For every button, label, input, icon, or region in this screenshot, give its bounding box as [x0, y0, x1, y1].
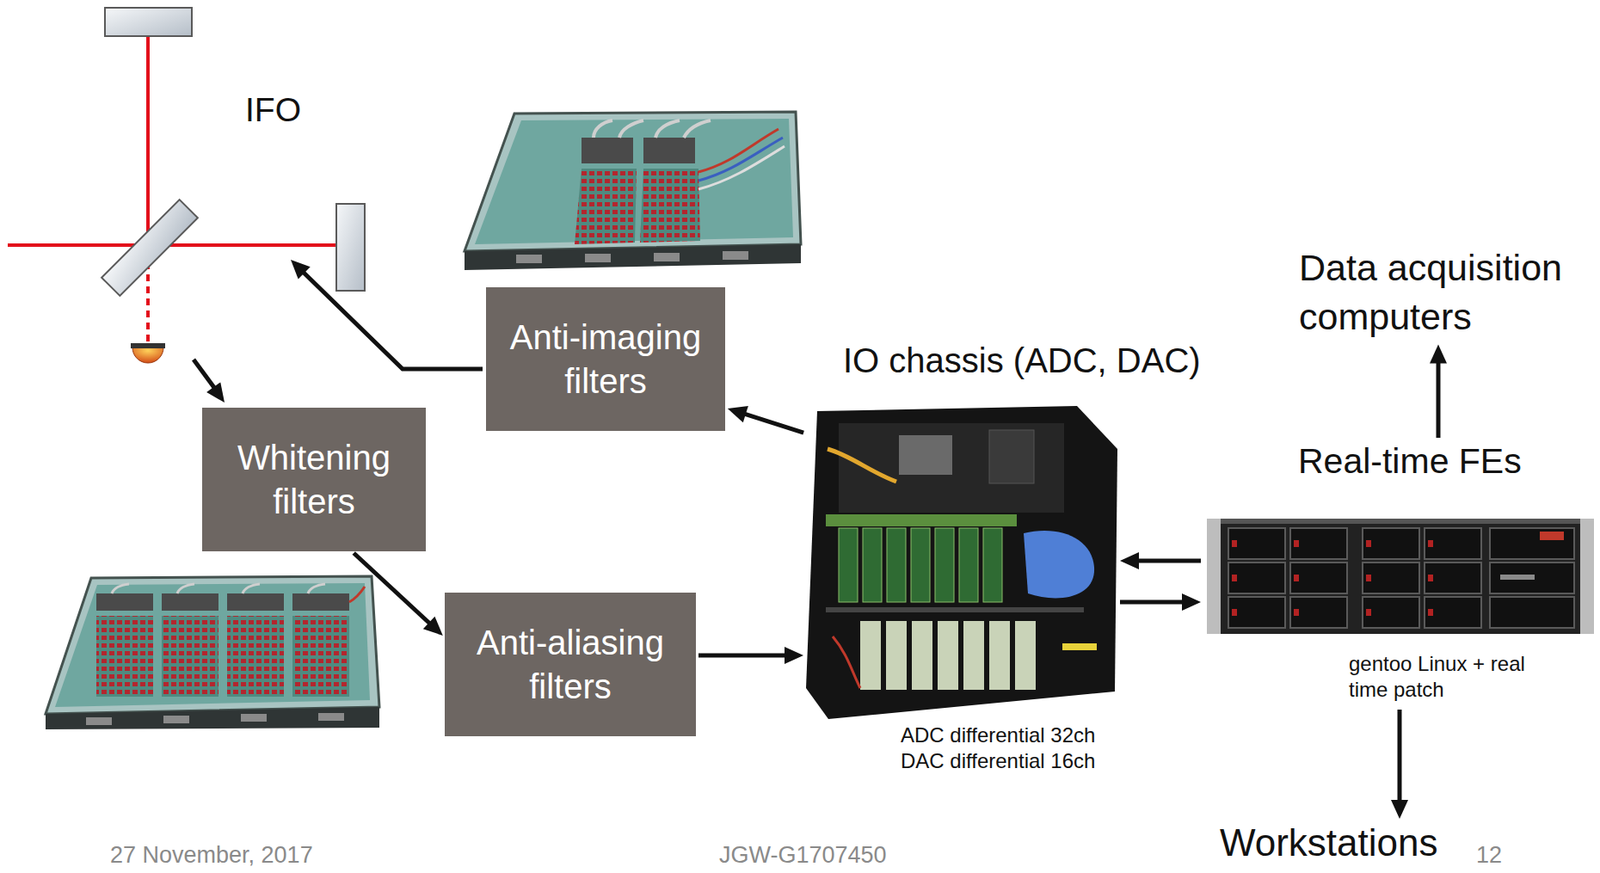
chassis-heading: IO chassis (ADC, DAC) — [843, 339, 1201, 382]
filter-chassis-photo — [464, 111, 801, 271]
arrow-head — [727, 406, 749, 423]
arrow-head — [1390, 800, 1409, 819]
date-footer: 27 November, 2017 — [110, 841, 314, 869]
ifo-label: IFO — [245, 90, 302, 131]
photodiode — [132, 347, 164, 364]
connector-line — [698, 653, 788, 659]
node-label: Workstations — [1219, 821, 1439, 866]
filter-chassis-photo — [45, 576, 380, 730]
arrow-head — [206, 381, 225, 403]
connector-arrow — [1120, 593, 1201, 611]
connector-line — [1135, 559, 1201, 564]
frontend-server: Real-time FEs gentoo Linux + real time pa… — [1203, 440, 1595, 708]
laser-beam — [146, 36, 150, 246]
connector-line — [1397, 709, 1403, 804]
arrow-head — [423, 616, 444, 636]
spec-note: ADC differential 32ch DAC differential 1… — [900, 722, 1116, 775]
box-label: Anti-aliasing filters — [455, 621, 686, 709]
os-note: gentoo Linux + real time patch — [1348, 651, 1534, 703]
connector-arrow — [353, 553, 444, 636]
filter-box: Anti-imaging filters — [486, 287, 726, 431]
signal-arrow — [193, 359, 216, 389]
connector-arrow — [727, 406, 804, 433]
arrow-head — [290, 259, 311, 280]
laser-beam — [146, 262, 150, 343]
connector-line — [353, 553, 431, 626]
connector-line — [1436, 359, 1441, 438]
box-label: Whitening filters — [212, 436, 416, 524]
signal-arrow — [301, 270, 483, 370]
filter-box: Whitening filters — [202, 407, 426, 552]
server-photo — [1206, 518, 1594, 634]
arrow-head — [784, 646, 804, 665]
mirror — [336, 203, 365, 291]
server-heading: Real-time FEs — [1298, 440, 1522, 483]
arrow-head — [1120, 552, 1139, 570]
arrow-head — [1181, 593, 1201, 611]
photodiode — [130, 343, 166, 349]
connector-line — [742, 412, 804, 433]
connector-arrow — [1429, 344, 1447, 438]
io-chassis-photo — [806, 406, 1118, 720]
beam-splitter — [101, 199, 198, 296]
mirror — [104, 7, 192, 37]
io-chassis: IO chassis (ADC, DAC)ADC differential 32… — [806, 406, 1118, 720]
connector-line — [1120, 600, 1186, 605]
workstations: Workstations — [1219, 821, 1439, 866]
connector-arrow — [1120, 552, 1201, 570]
doc-number: JGW-G1707450 — [719, 841, 887, 869]
connector-arrow — [698, 646, 804, 665]
connector-arrow — [1390, 709, 1409, 819]
page-number: 12 — [1476, 841, 1502, 869]
box-label: Anti-imaging filters — [496, 315, 715, 404]
arrow-head — [1429, 344, 1447, 364]
daq-computers: Data acquisition computers — [1298, 243, 1592, 342]
filter-box: Anti-aliasing filters — [444, 592, 696, 737]
node-label: Data acquisition computers — [1298, 243, 1592, 342]
interferometer — [7, 7, 365, 364]
